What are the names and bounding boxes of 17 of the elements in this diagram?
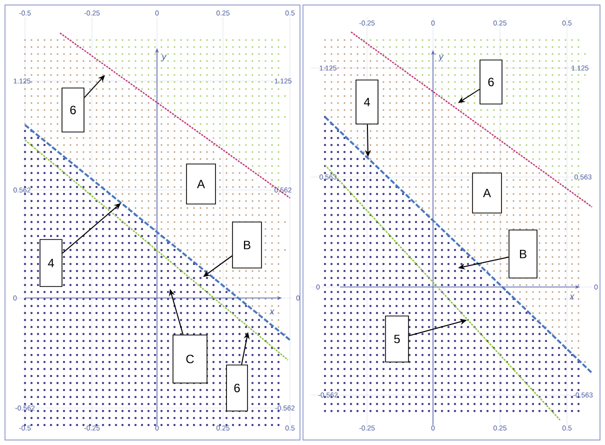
axis-label: x (569, 294, 575, 300)
callout-box: C (172, 334, 208, 384)
axis-label: x (269, 310, 275, 314)
callout-box: B (508, 230, 538, 278)
callout-box: A (186, 164, 216, 204)
callout-box: 4 (40, 239, 62, 287)
callout-box: 6 (62, 88, 84, 132)
callout-box: B (232, 222, 262, 268)
callout-box: 6 (226, 364, 248, 412)
callout-box: 6 (480, 60, 502, 104)
callout-box: 4 (356, 80, 378, 124)
callout-box: A (472, 172, 502, 214)
callout-box: 5 (385, 316, 409, 362)
axis-label: y (438, 54, 444, 62)
axis-label: y (161, 54, 167, 62)
arrow (84, 75, 105, 98)
arrow (62, 203, 121, 254)
